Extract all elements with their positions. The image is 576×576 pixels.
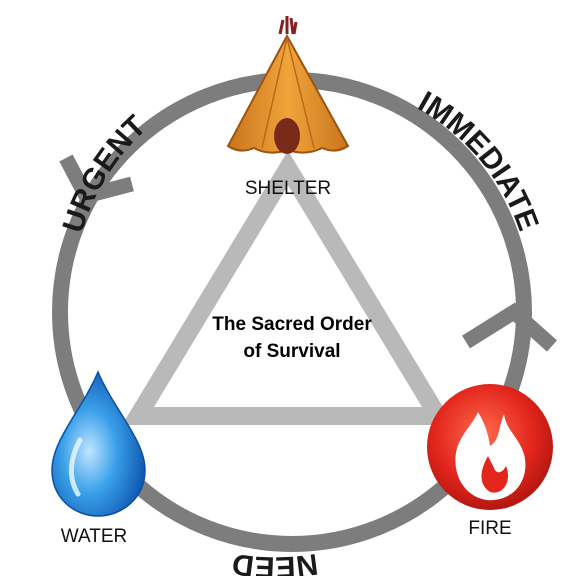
- ring-arrowhead-left: [59, 154, 134, 205]
- water-drop-icon: [51, 370, 146, 517]
- ring-word-need: NEED: [230, 547, 320, 576]
- fire-label: FIRE: [468, 518, 511, 539]
- ring-arrowhead-right: [462, 302, 558, 352]
- fire-icon: [427, 384, 553, 510]
- shelter-label: SHELTER: [245, 178, 331, 199]
- center-title-line2: of Survival: [243, 341, 340, 362]
- order-triangle: [122, 150, 454, 425]
- center-title-line1: The Sacred Order: [212, 314, 372, 335]
- tipi-tent-icon: [226, 16, 350, 154]
- ring-word-immediate: IMMEDIATE: [413, 85, 545, 235]
- water-label: WATER: [61, 526, 128, 547]
